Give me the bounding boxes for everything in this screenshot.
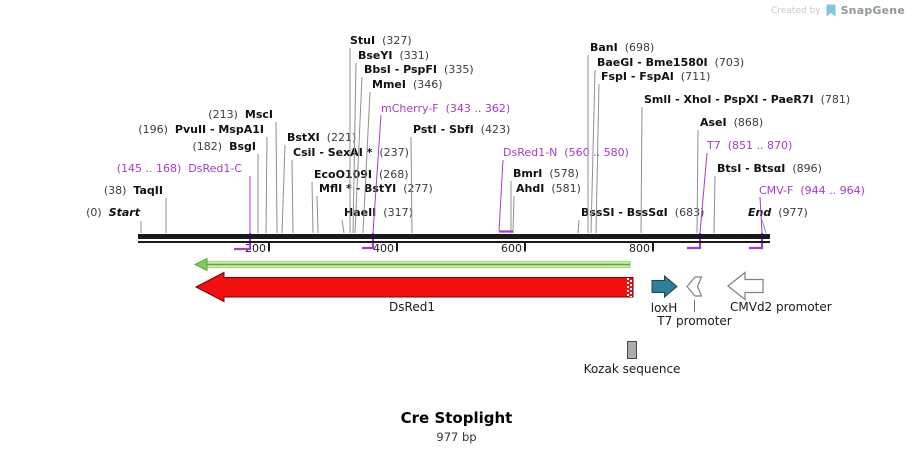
- site-label-bstxi[interactable]: BstXI(221): [287, 131, 357, 144]
- branding: Created by SnapGene: [771, 4, 905, 17]
- feature-label-cmvd2-promoter[interactable]: CMVd2 promoter: [730, 300, 832, 314]
- site-label-bseyi[interactable]: BseYI(331): [358, 49, 430, 62]
- snapgene-brand-text: SnapGene: [840, 4, 905, 17]
- snapgene-logo-icon: [826, 4, 836, 17]
- feature-arrow-dsred1[interactable]: [194, 271, 634, 303]
- primer-label-dsred1-n[interactable]: DsRed1-N(560 .. 580): [503, 146, 629, 159]
- site-label-ecoo109i[interactable]: EcoO109I(268): [314, 168, 409, 181]
- feature-kozak-block[interactable]: [627, 341, 637, 359]
- site-label-haeii[interactable]: HaeII(317): [344, 206, 413, 219]
- primer-label-dsred1-c[interactable]: (145 .. 168)DsRed1-C: [116, 162, 242, 175]
- site-label-csii-sexai[interactable]: CsiI - SexAI *(237): [293, 146, 409, 159]
- site-label-end[interactable]: End(977): [748, 206, 808, 219]
- site-label-asei[interactable]: AseI(868): [700, 116, 764, 129]
- orf-arrow[interactable]: [193, 257, 631, 272]
- map-title-block: Cre Stoplight 977 bp: [0, 409, 913, 444]
- feature-label-kozak[interactable]: Kozak sequence: [583, 362, 681, 376]
- site-label-msci[interactable]: (213)MscI: [208, 108, 273, 121]
- created-by-text: Created by: [771, 5, 821, 16]
- site-label-btsi-btsai[interactable]: BtsI - BtsαI(896): [717, 162, 822, 175]
- site-label-bbsi-pspfi[interactable]: BbsI - PspFI(335): [364, 63, 474, 76]
- primer-label-mcherry-f[interactable]: mCherry-F(343 .. 362): [381, 102, 511, 115]
- site-label-smli-xhoi-pspxi-paer7i[interactable]: SmlI - XhoI - PspXI - PaeR7I(781): [644, 93, 851, 106]
- ruler-tick-200: 200: [245, 242, 266, 255]
- feature-arrow-cmvd2-promoter[interactable]: [727, 271, 764, 301]
- site-label-ahdi[interactable]: AhdI(581): [516, 182, 581, 195]
- site-label-bsgi[interactable]: (182)BsgI: [192, 140, 257, 153]
- site-label-mfli-bstyi[interactable]: MflI * - BstYI(277): [319, 182, 433, 195]
- feature-label-t7-promoter[interactable]: T7 promoter: [657, 314, 732, 328]
- ruler-tick-800: 800: [629, 242, 650, 255]
- map-length: 977 bp: [436, 430, 477, 444]
- ruler-tick-400: 400: [373, 242, 394, 255]
- site-label-taqii[interactable]: (38)TaqII: [103, 184, 163, 197]
- primer-label-cmv-f[interactable]: CMV-F(944 .. 964): [759, 184, 865, 197]
- map-title: Cre Stoplight: [400, 409, 513, 427]
- site-label-fspi-fspai[interactable]: FspI - FspAI(711): [601, 70, 711, 83]
- ruler-tick-600: 600: [501, 242, 522, 255]
- site-label-bmri[interactable]: BmrI(578): [513, 167, 579, 180]
- site-label-stui[interactable]: StuI(327): [350, 34, 412, 47]
- ruler-ticks: [268, 243, 654, 252]
- snapgene-logo-shape: [826, 4, 836, 17]
- site-label-bsssi-bsssai[interactable]: BssSI - BssSαI(683): [581, 206, 705, 219]
- feature-arrow-t7-promoter[interactable]: [686, 276, 703, 297]
- site-label-mmei[interactable]: MmeI(346): [372, 78, 443, 91]
- site-label-bani[interactable]: BanI(698): [590, 41, 655, 54]
- feature-label-loxh[interactable]: loxH: [650, 301, 678, 315]
- site-label-start[interactable]: (0)Start: [86, 206, 140, 219]
- site-label-baegi-bme1580i[interactable]: BaeGI - Bme1580I(703): [597, 56, 745, 69]
- site-label-psti-sbfi[interactable]: PstI - SbfI(423): [413, 123, 511, 136]
- feature-arrow-loxh[interactable]: [651, 274, 678, 299]
- feature-label-dsred1[interactable]: DsRed1: [389, 300, 435, 314]
- primer-label-t7[interactable]: T7(851 .. 870): [707, 139, 793, 152]
- site-label-pvuii-mspa1i[interactable]: (196)PvuII - MspA1I: [138, 123, 264, 136]
- sequence-line[interactable]: [138, 234, 770, 243]
